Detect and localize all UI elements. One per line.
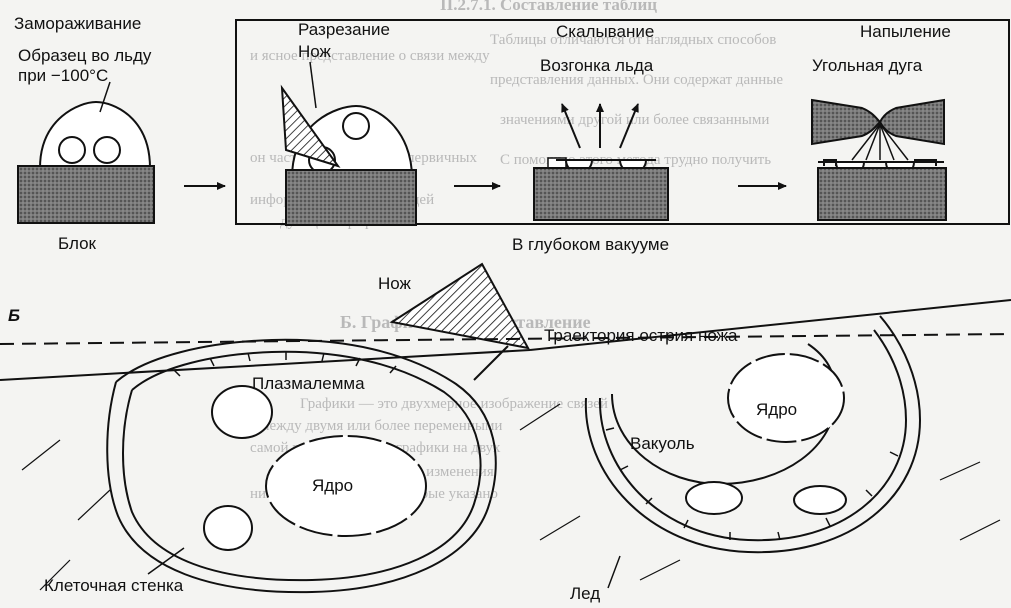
left-cell — [106, 338, 509, 594]
trajectory-label: Траектория острия ножа — [544, 326, 738, 345]
ice-surface-line — [0, 349, 531, 381]
cell-circle — [93, 136, 121, 164]
inner-line — [473, 345, 509, 381]
ice-dome — [38, 100, 152, 169]
cleaving-title: Скалывание — [556, 22, 655, 41]
vapour-arrow — [561, 103, 581, 149]
spray-line — [879, 123, 909, 161]
cutting-stage — [280, 84, 501, 226]
cell-wall-outer — [106, 338, 497, 594]
knife-trajectory — [0, 333, 1011, 345]
sample-block — [17, 165, 155, 224]
panel-letter: Б — [8, 306, 21, 325]
organelle — [211, 385, 273, 439]
freezing-title: Замораживание — [14, 14, 142, 33]
vacuum-label: В глубоком вакууме — [512, 235, 670, 254]
ice-hatching — [21, 403, 1001, 591]
leader-line — [147, 547, 185, 575]
cell-wall-outer — [584, 315, 922, 554]
spray-line — [851, 123, 881, 161]
knife-blade — [389, 262, 530, 350]
membrane-notches — [605, 427, 899, 541]
knife-label-top: Нож — [298, 42, 331, 61]
plasmalemma — [122, 350, 482, 582]
vapour-arrow — [619, 103, 639, 149]
membrane-notches — [173, 352, 397, 377]
block-label: Блок — [58, 234, 96, 253]
carbon-electrode — [878, 98, 945, 146]
sputtering-stage — [811, 98, 947, 221]
cell-wall-label: Клеточная стенка — [44, 576, 184, 595]
knife-label-bottom: Нож — [378, 274, 411, 293]
nucleus — [727, 353, 845, 443]
nucleus-left-label: Ядро — [312, 476, 354, 495]
knife-blade — [280, 84, 341, 168]
knife-bottom — [389, 262, 530, 350]
ice-surface-line — [529, 299, 1011, 351]
nucleus-right-label: Ядро — [756, 400, 798, 419]
vacuole-label: Вакуоль — [630, 434, 695, 453]
plasmalemma — [598, 329, 908, 542]
nucleus — [265, 435, 427, 537]
plasmalemma-label: Плазмалемма — [252, 374, 365, 393]
sample-block — [533, 167, 669, 221]
right-cell — [584, 315, 922, 554]
leader-line — [309, 61, 317, 109]
bg-line: Таблицы отличаются от наглядных способов — [490, 32, 777, 48]
organelle — [685, 481, 743, 515]
spray-line — [865, 123, 881, 161]
cutting-title: Разрезание — [298, 20, 390, 39]
spray-line — [879, 123, 895, 161]
sample-temperature: при −100°С — [18, 66, 109, 85]
freezing-stage — [17, 100, 226, 224]
sputtering-title: Напыление — [860, 22, 951, 41]
leader-line — [607, 555, 621, 589]
organelle — [793, 485, 847, 515]
leader-line — [99, 81, 111, 113]
cell-circle — [58, 136, 86, 164]
sublimation-label: Возгонка льда — [540, 56, 654, 75]
sample-block — [285, 169, 417, 226]
sample-label: Образец во льду — [18, 46, 152, 65]
sample-block — [817, 167, 947, 221]
vacuum-frame — [235, 19, 1010, 225]
carbon-arc-label: Угольная дуга — [812, 56, 923, 75]
bg-line: Графики — это двухмерное изображение свя… — [300, 396, 608, 412]
bg-line: и ясное представление о связи между — [250, 48, 490, 64]
bg-line: между двумя или более переменными — [260, 418, 503, 434]
bg-heading: II.2.7.1. Составление таблиц — [440, 0, 658, 14]
bg-line: представления данных. Они содержат данны… — [490, 72, 783, 88]
cell-circle — [342, 112, 370, 140]
organelle — [203, 505, 253, 551]
cleaving-stage — [533, 103, 787, 221]
ice-label: Лед — [570, 584, 601, 603]
